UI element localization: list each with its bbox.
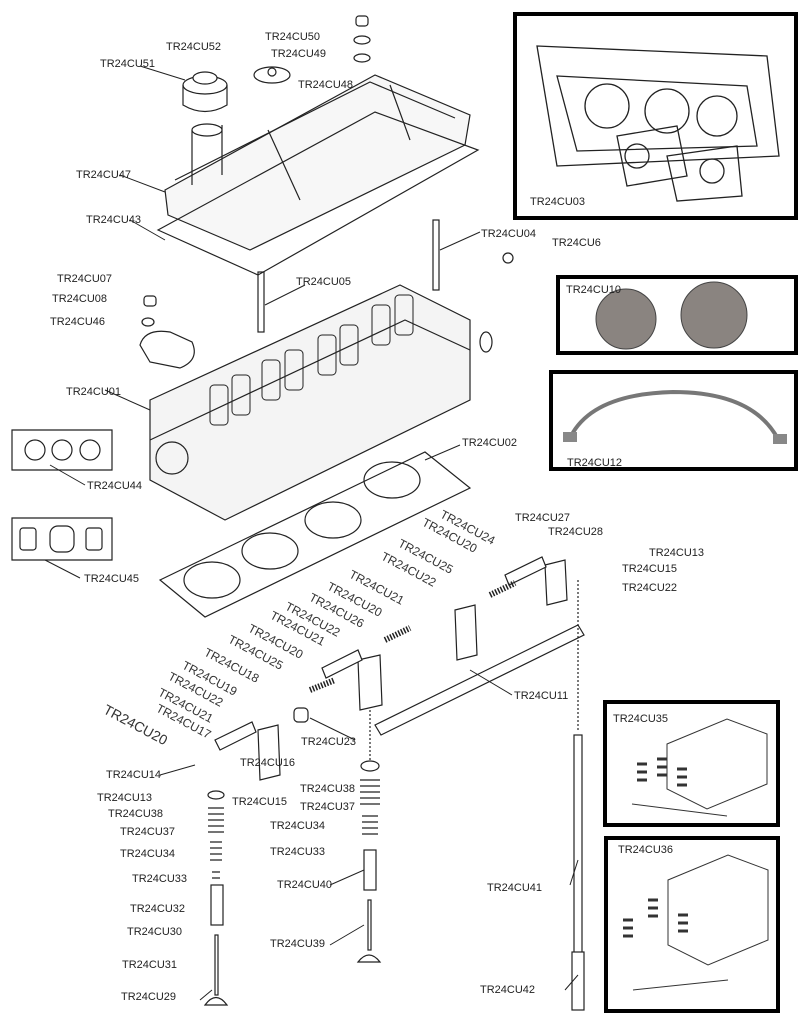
inset-valve-springs-b: TR24CU36	[604, 836, 780, 1013]
part-label: TR24CU16	[240, 757, 296, 769]
inset-label: TR24CU03	[530, 196, 586, 208]
part-label: TR24CU37	[300, 801, 356, 813]
part-label: TR24CU43	[86, 214, 142, 226]
part-label: TR24CU34	[270, 820, 326, 832]
part-label: TR24CU51	[100, 58, 156, 70]
manifold-gasket-2	[11, 517, 113, 561]
part-label: TR24CU29	[121, 991, 177, 1003]
part-label: TR24CU44	[87, 480, 143, 492]
part-label: TR24CU01	[66, 386, 122, 398]
part-label: TR24CU47	[76, 169, 132, 181]
leader-arrows	[44, 65, 579, 1001]
inset-label: TR24CU36	[618, 844, 674, 856]
part-label: TR24CU6	[552, 237, 601, 249]
part-label: TR24CU49	[271, 48, 327, 60]
washers-nuts	[353, 15, 371, 63]
head-gasket	[158, 451, 472, 618]
valve-assembly-right	[356, 710, 382, 963]
thermostat-gasket	[139, 330, 195, 369]
valve-cover	[156, 74, 480, 276]
inset-label: TR24CU12	[567, 457, 623, 469]
oil-pipe-icon	[563, 389, 787, 444]
part-label: TR24CU14	[106, 769, 162, 781]
part-label: TR24CU33	[132, 873, 188, 885]
part-label: TR24CU13	[649, 547, 705, 559]
part-label: TR24CU39	[270, 938, 326, 950]
part-label: TR24CU40	[277, 879, 333, 891]
rocker-assembly	[214, 556, 568, 781]
part-label: TR24CU38	[108, 808, 164, 820]
rocker-shaft	[374, 624, 585, 736]
part-label: TR24CU11	[514, 690, 569, 702]
studs	[257, 219, 514, 353]
part-label: TR24CU42	[480, 984, 536, 996]
part-label: TR24CU32	[130, 903, 186, 915]
part-label: TR24CU04	[481, 228, 537, 240]
part-label: TR24CU22	[622, 582, 678, 594]
part-label: TR24CU30	[127, 926, 183, 938]
valve-assembly-left	[203, 790, 229, 1006]
part-label: TR24CU08	[52, 293, 108, 305]
part-label: TR24CU45	[84, 573, 140, 585]
part-label: TR24CU28	[548, 526, 604, 538]
part-label: TR24CU34	[120, 848, 176, 860]
inset-valve-springs-a: TR24CU35	[603, 700, 780, 827]
part-label: TR24CU15	[232, 796, 288, 808]
part-label: TR24CU23	[301, 736, 357, 748]
part-label: TR24CU33	[270, 846, 326, 858]
part-label: TR24CU37	[120, 826, 176, 838]
core-plug-icon	[595, 281, 748, 350]
part-label: TR24CU05	[296, 276, 352, 288]
part-label: TR24CU31	[122, 959, 178, 971]
inset-gasket-set: TR24CU03	[513, 12, 798, 220]
part-label: TR24CU50	[265, 31, 321, 43]
spring-kit-icon	[623, 854, 769, 991]
oil-filler-cap	[182, 71, 228, 113]
part-label: TR24CU48	[298, 79, 354, 91]
part-label: TR24CU27	[515, 512, 571, 524]
part-label: TR24CU52	[166, 41, 222, 53]
part-label: TR24CU38	[300, 783, 356, 795]
part-label: TR24CU15	[622, 563, 678, 575]
part-label: TR24CU46	[50, 316, 106, 328]
part-label: TR24CU07	[57, 273, 113, 285]
part-label: TR24CU13	[97, 792, 153, 804]
breather-cap	[253, 66, 291, 84]
manifold-gasket-1	[11, 429, 113, 471]
part-label: TR24CU41	[487, 882, 543, 894]
gasket-set-icon	[536, 45, 780, 202]
inset-core-plugs: TR24CU10	[556, 275, 798, 355]
inset-oil-pipe: TR24CU12	[549, 370, 798, 471]
pushrod	[571, 580, 585, 1011]
inset-label: TR24CU10	[566, 284, 622, 296]
inset-label: TR24CU35	[613, 713, 669, 725]
spring-kit-icon	[631, 718, 768, 817]
part-label: TR24CU02	[462, 437, 518, 449]
cylinder-head	[149, 284, 471, 521]
